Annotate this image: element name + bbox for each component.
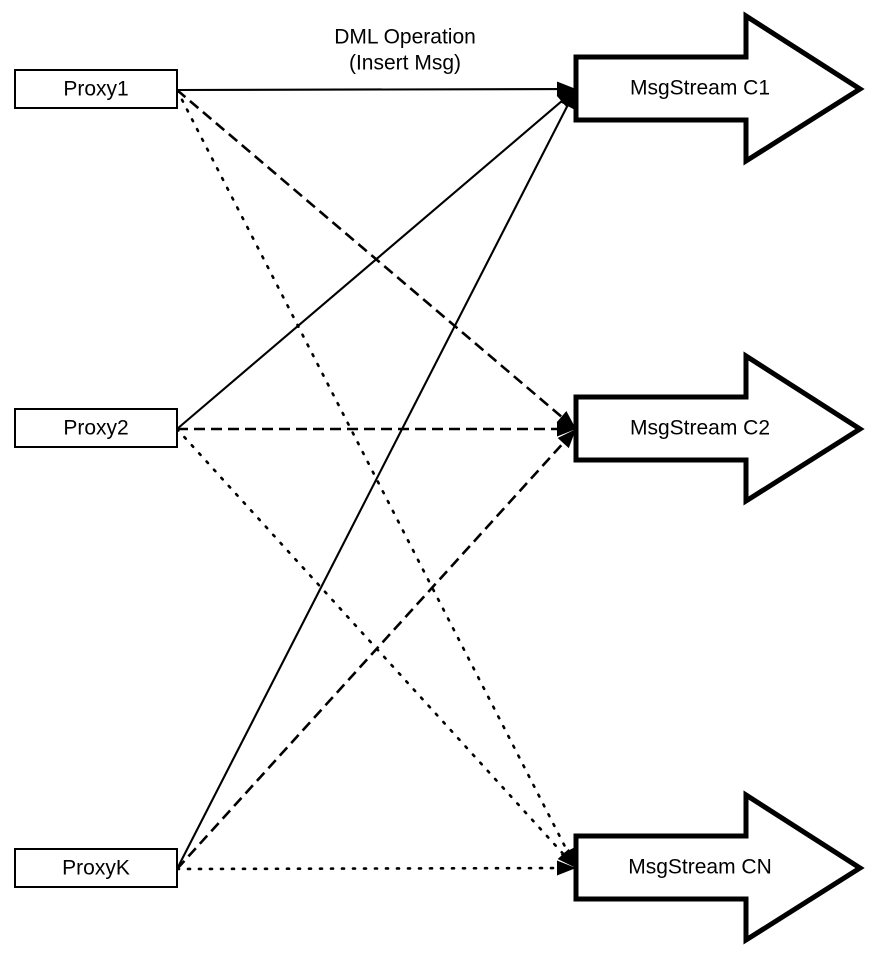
edge-proxy1-to-cn <box>175 88 571 857</box>
proxy-proxyk[interactable]: ProxyK <box>14 848 178 888</box>
streams-layer: MsgStream C1 MsgStream C2 MsgStream CN <box>573 11 865 945</box>
arrowhead-proxy2-to-c2 <box>557 421 576 437</box>
arrowhead-proxy2-to-cn <box>557 848 576 868</box>
edge-proxy1-to-c1 <box>176 87 563 92</box>
arrowhead-proxyk-to-c2 <box>557 429 576 449</box>
stream-label: MsgStream C2 <box>630 417 770 440</box>
arrowheads-layer <box>556 81 576 876</box>
stream-msgstream-c1[interactable]: MsgStream C1 <box>573 11 865 166</box>
annotations-layer: DML Operation (Insert Msg) <box>334 26 476 75</box>
stream-arrow-shape <box>573 790 865 945</box>
proxy-box <box>14 848 178 888</box>
proxy-proxy1[interactable]: Proxy1 <box>14 69 178 109</box>
annotation-line-1: DML Operation <box>334 26 476 49</box>
arrowhead-proxy1-to-c1 <box>556 81 576 97</box>
stream-label: MsgStream CN <box>628 856 772 879</box>
stream-arrow-shape <box>573 11 865 166</box>
proxy-box <box>14 408 178 448</box>
stream-msgstream-cn[interactable]: MsgStream CN <box>573 790 865 945</box>
edge-proxyk-to-c2 <box>176 438 568 870</box>
stream-msgstream-c2[interactable]: MsgStream C2 <box>573 351 865 506</box>
proxy-label: Proxy2 <box>63 417 128 440</box>
edge-proxyk-to-cn <box>175 866 564 871</box>
proxy-box <box>14 69 178 109</box>
edge-proxy1-to-c2 <box>176 89 567 421</box>
proxy-proxy2[interactable]: Proxy2 <box>14 408 178 448</box>
proxy-label: Proxy1 <box>63 78 128 101</box>
arrowhead-proxyk-to-c1 <box>560 89 576 110</box>
annotation-line-2: (Insert Msg) <box>349 52 461 75</box>
annotation-dml-op: DML Operation (Insert Msg) <box>334 26 476 75</box>
edge-proxy2-to-cn <box>175 427 568 859</box>
edge-proxyk-to-c1 <box>176 100 571 870</box>
edge-proxy2-to-c1 <box>176 97 567 430</box>
arrowhead-proxy1-to-c2 <box>556 410 576 429</box>
stream-label: MsgStream C1 <box>630 77 770 100</box>
arrowhead-proxyk-to-cn <box>556 860 576 876</box>
stream-arrow-shape <box>573 351 865 506</box>
edges-layer <box>175 87 571 871</box>
proxy-label: ProxyK <box>62 857 130 880</box>
